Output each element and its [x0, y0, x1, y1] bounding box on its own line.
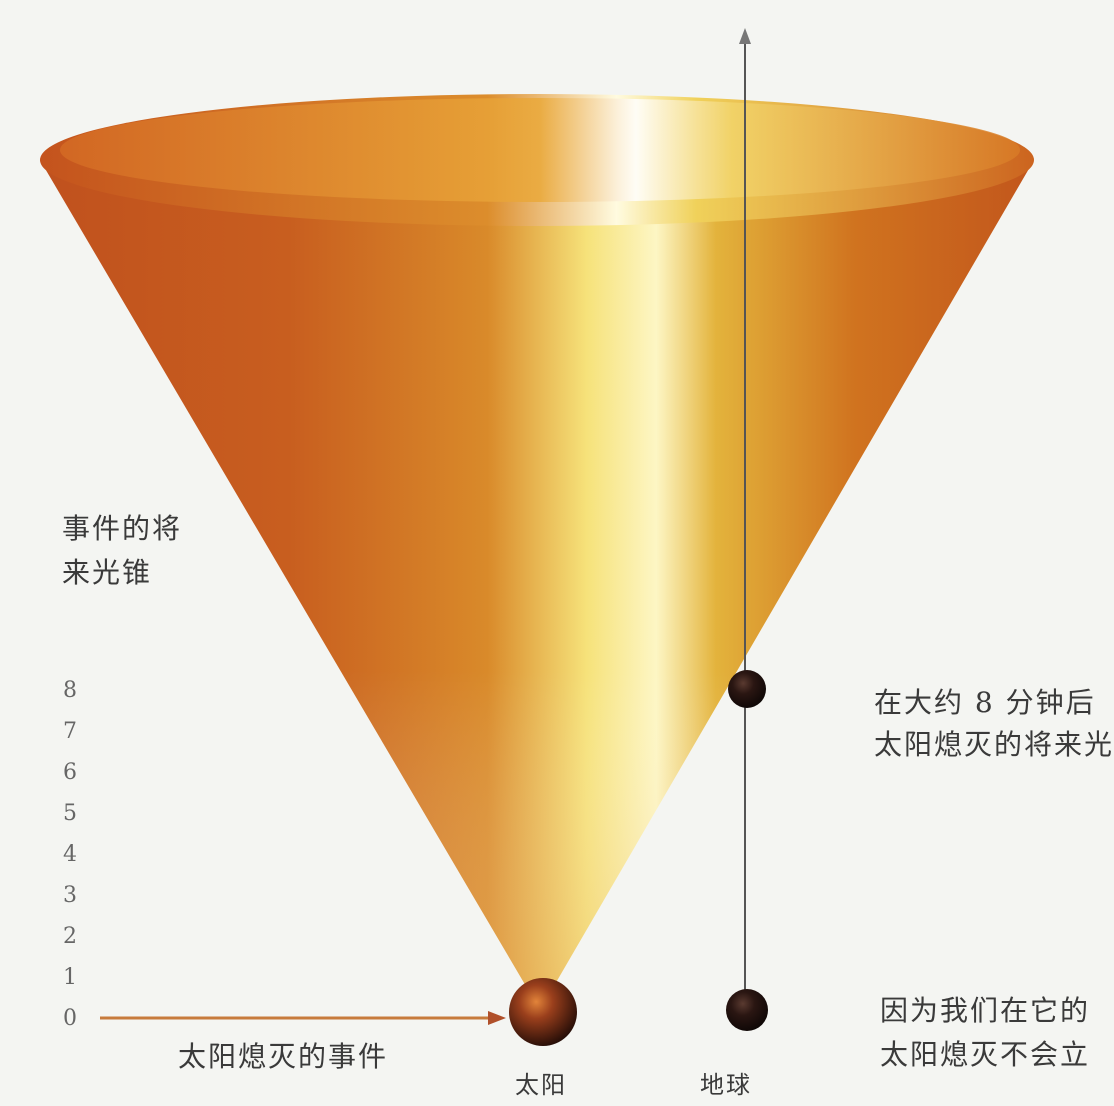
earth-label: 地球 — [700, 1071, 752, 1099]
time-tick-label: 4 — [63, 842, 77, 867]
earth-future-sphere — [728, 670, 766, 708]
event-pointer-arrow-icon — [488, 1011, 506, 1025]
sun-label: 太阳 — [515, 1071, 567, 1099]
event-label: 太阳熄灭的事件 — [178, 1040, 389, 1073]
time-tick-label: 7 — [63, 719, 77, 744]
right-bottom-label-line1: 因为我们在它的 — [880, 994, 1091, 1027]
arrow-up-icon — [739, 28, 751, 44]
time-tick-label: 2 — [63, 924, 77, 949]
right-top-label-line2: 太阳熄灭的将来光 — [874, 728, 1114, 761]
time-tick-label: 8 — [63, 678, 77, 703]
time-tick-label: 0 — [63, 1006, 77, 1031]
cone-shading — [40, 160, 1034, 1010]
sun-sphere — [509, 978, 577, 1046]
future-cone-label-line2: 来光锥 — [62, 556, 153, 589]
time-tick-label: 1 — [63, 965, 77, 990]
time-axis-lines — [100, 688, 492, 979]
time-tick-label: 5 — [63, 801, 77, 826]
right-bottom-label-line2: 太阳熄灭不会立 — [880, 1038, 1091, 1071]
light-cone-diagram — [40, 28, 1034, 1046]
earth-now-sphere — [726, 989, 768, 1031]
cone-opening — [60, 98, 1020, 202]
time-tick-label: 6 — [63, 760, 77, 785]
future-cone-label-line1: 事件的将 — [62, 512, 183, 545]
time-tick-label: 3 — [63, 883, 77, 908]
right-top-label-line1: 在大约 8 分钟后 — [874, 686, 1096, 719]
